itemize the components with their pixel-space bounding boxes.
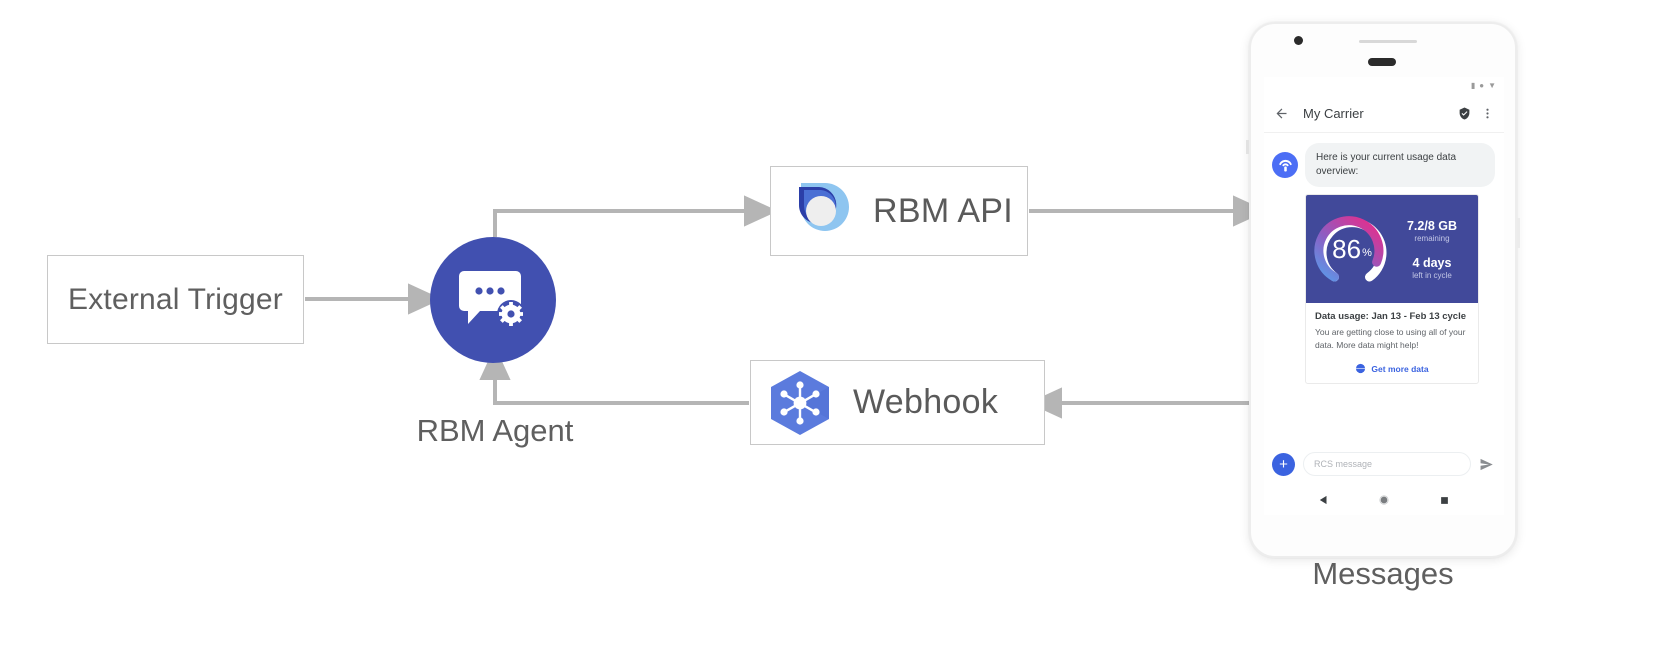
hexagon-nodes-icon [763,367,837,439]
conversation-area: Here is your current usage data overview… [1264,133,1504,471]
gauge-percent-number: 86 [1332,234,1362,265]
plus-icon[interactable]: + [1272,452,1295,476]
card-body: Data usage: Jan 13 - Feb 13 cycle You ar… [1306,303,1478,355]
app-bar: My Carrier [1264,95,1504,133]
front-camera-icon [1294,36,1303,45]
rbm-api-label: RBM API [873,191,1014,230]
card-title: Data usage: Jan 13 - Feb 13 cycle [1315,311,1467,323]
phone-screen: ▮ ● ▼ My Carrier [1264,77,1504,515]
gauge-center-value: 86 % [1312,209,1392,289]
rich-card[interactable]: 86 % 7.2/8 GB remaining 4 days left in c… [1305,194,1479,384]
get-more-data-label: Get more data [1371,363,1429,374]
proximity-sensor [1359,40,1417,43]
verified-shield-icon[interactable] [1458,107,1471,120]
external-trigger-label: External Trigger [68,282,283,316]
wifi-dot-icon: ● [1479,81,1485,90]
stat-days-value: 4 days [1412,255,1452,270]
rbm-api-node[interactable]: RBM API [770,166,1028,256]
phone-mockup: ▮ ● ▼ My Carrier [1246,22,1520,558]
card-hero: 86 % 7.2/8 GB remaining 4 days left in c… [1306,195,1478,304]
earpiece-speaker [1368,58,1396,66]
chat-bubble-gear-icon [458,269,528,331]
stat-data-caption: remaining [1414,233,1450,243]
more-vertical-icon[interactable] [1481,107,1494,120]
stat-data-value: 7.2/8 GB [1406,218,1458,233]
back-arrow-icon[interactable] [1274,106,1289,121]
status-bar: ▮ ● ▼ [1264,77,1504,95]
signal-icon: ▮ [1470,81,1476,90]
globe-icon [1350,363,1366,374]
gauge-percent-symbol: % [1362,247,1372,260]
android-nav-bar [1264,485,1504,515]
rcs-message-placeholder: RCS message [1314,459,1373,469]
webhook-label: Webhook [853,383,999,421]
nav-home-circle-icon[interactable] [1379,495,1390,505]
bot-message-bubble: Here is your current usage data overview… [1305,143,1495,188]
rbm-agent-label: RBM Agent [416,413,574,448]
external-trigger-node[interactable]: External Trigger [47,255,304,344]
nav-recents-square-icon[interactable] [1440,496,1449,505]
nav-back-triangle-icon[interactable] [1319,495,1329,505]
carrier-bot-icon [1272,152,1298,178]
usage-gauge: 86 % [1312,209,1392,289]
hero-stats: 7.2/8 GB remaining 4 days left in cycle [1392,219,1478,281]
phone-side-button [1246,140,1249,154]
app-bar-title: My Carrier [1303,106,1364,121]
rcs-message-input[interactable]: RCS message [1303,452,1471,476]
phone-caption-label: Messages [1312,556,1454,591]
webhook-node[interactable]: Webhook [750,360,1045,445]
stat-days-caption: left in cycle [1412,271,1452,281]
phone-power-button [1517,218,1520,248]
card-description: You are getting close to using all of yo… [1315,327,1466,350]
rbm-droplet-icon [785,175,857,247]
send-icon[interactable] [1479,457,1494,472]
battery-icon: ▼ [1488,81,1496,90]
stat-spacer [1392,243,1472,256]
rbm-agent-node[interactable] [430,237,556,363]
get-more-data-button[interactable]: Get more data [1306,355,1478,383]
bot-message-row: Here is your current usage data overview… [1272,143,1496,188]
message-composer: + RCS message [1264,443,1504,485]
